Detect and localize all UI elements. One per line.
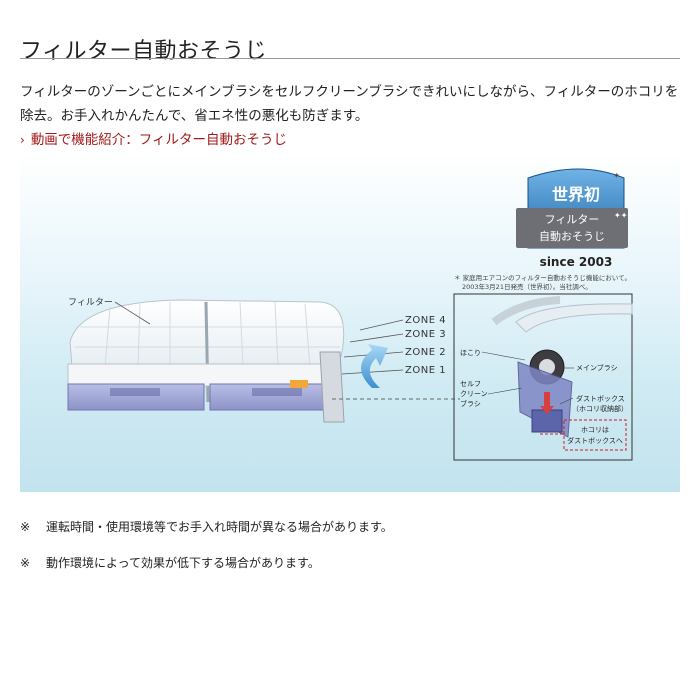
note-mark: ※ <box>20 556 31 570</box>
rotation-arrow-icon <box>361 344 388 388</box>
detail-self-clean-2: クリーン <box>460 390 488 398</box>
feature-description: フィルターのゾーンごとにメインブラシをセルフクリーンブラシできれいにしながら、フ… <box>20 84 679 124</box>
note-mark: ※ <box>20 520 31 534</box>
filter-diagram: フィルター ZONE 4 ZONE 3 ZONE 2 ZONE 1 世界初 フィ… <box>67 168 634 461</box>
note-2: ※ 動作環境によって効果が低下する場合があります。 <box>20 554 320 571</box>
callout-line-2: ダストボックスへ <box>567 436 623 445</box>
zone-labels: ZONE 4 ZONE 3 ZONE 2 ZONE 1 <box>341 315 446 376</box>
zone-1-label: ZONE 1 <box>405 365 446 376</box>
detail-self-clean-3: ブラシ <box>460 399 481 408</box>
detail-dust-box-1: ダストボックス <box>576 394 625 403</box>
badge-footnote-2: 2003年3月21日発売（世界初）。当社調べ。 <box>462 282 592 291</box>
zone-2-label: ZONE 2 <box>405 347 446 358</box>
detail-callout: ほこり メインブラシ セルフ クリーン ブラシ ダストボックス （ホコリ収納部）… <box>453 293 633 461</box>
note-text: 運転時間・使用環境等でお手入れ時間が異なる場合があります。 <box>46 520 393 534</box>
note-text: 動作環境によって効果が低下する場合があります。 <box>46 556 320 570</box>
feature-illustration: フィルター ZONE 4 ZONE 3 ZONE 2 ZONE 1 世界初 フィ… <box>20 152 680 492</box>
badge-asterisk: * <box>614 172 619 183</box>
filter-unit <box>67 299 345 423</box>
badge-line2: 自動おそうじ <box>539 229 605 243</box>
zone-4-label: ZONE 4 <box>405 315 446 326</box>
world-first-badge: 世界初 フィルター 自動おそうじ ✦✦✦ * since 2003 <box>516 168 634 269</box>
chevron-right-icon: › <box>20 133 25 147</box>
note-1: ※ 運転時間・使用環境等でお手入れ時間が異なる場合があります。 <box>20 518 393 535</box>
detail-dust-box-2: （ホコリ収納部） <box>572 404 628 413</box>
sparkle-icon: ✦✦✦ <box>614 211 634 220</box>
badge-line1: フィルター <box>545 213 600 226</box>
detail-self-clean-1: セルフ <box>460 380 481 388</box>
video-link[interactable]: › 動画で機能紹介：フィルター自動おそうじ <box>20 128 287 148</box>
zone-3-label: ZONE 3 <box>405 329 446 340</box>
detail-main-brush-label: メインブラシ <box>576 363 618 372</box>
title-divider <box>20 58 680 59</box>
page-title: フィルター自動おそうじ <box>20 38 268 64</box>
badge-top-text: 世界初 <box>552 185 600 204</box>
filter-label: フィルター <box>68 297 113 308</box>
badge-since: since 2003 <box>540 255 613 269</box>
detail-dust-label: ほこり <box>460 349 481 357</box>
badge-footnote-1: ＊ 家庭用エアコンのフィルター自動おそうじ機能において。 <box>454 273 631 282</box>
video-link-label: 動画で機能紹介：フィルター自動おそうじ <box>30 132 288 148</box>
callout-line-1: ホコリは <box>581 426 609 434</box>
